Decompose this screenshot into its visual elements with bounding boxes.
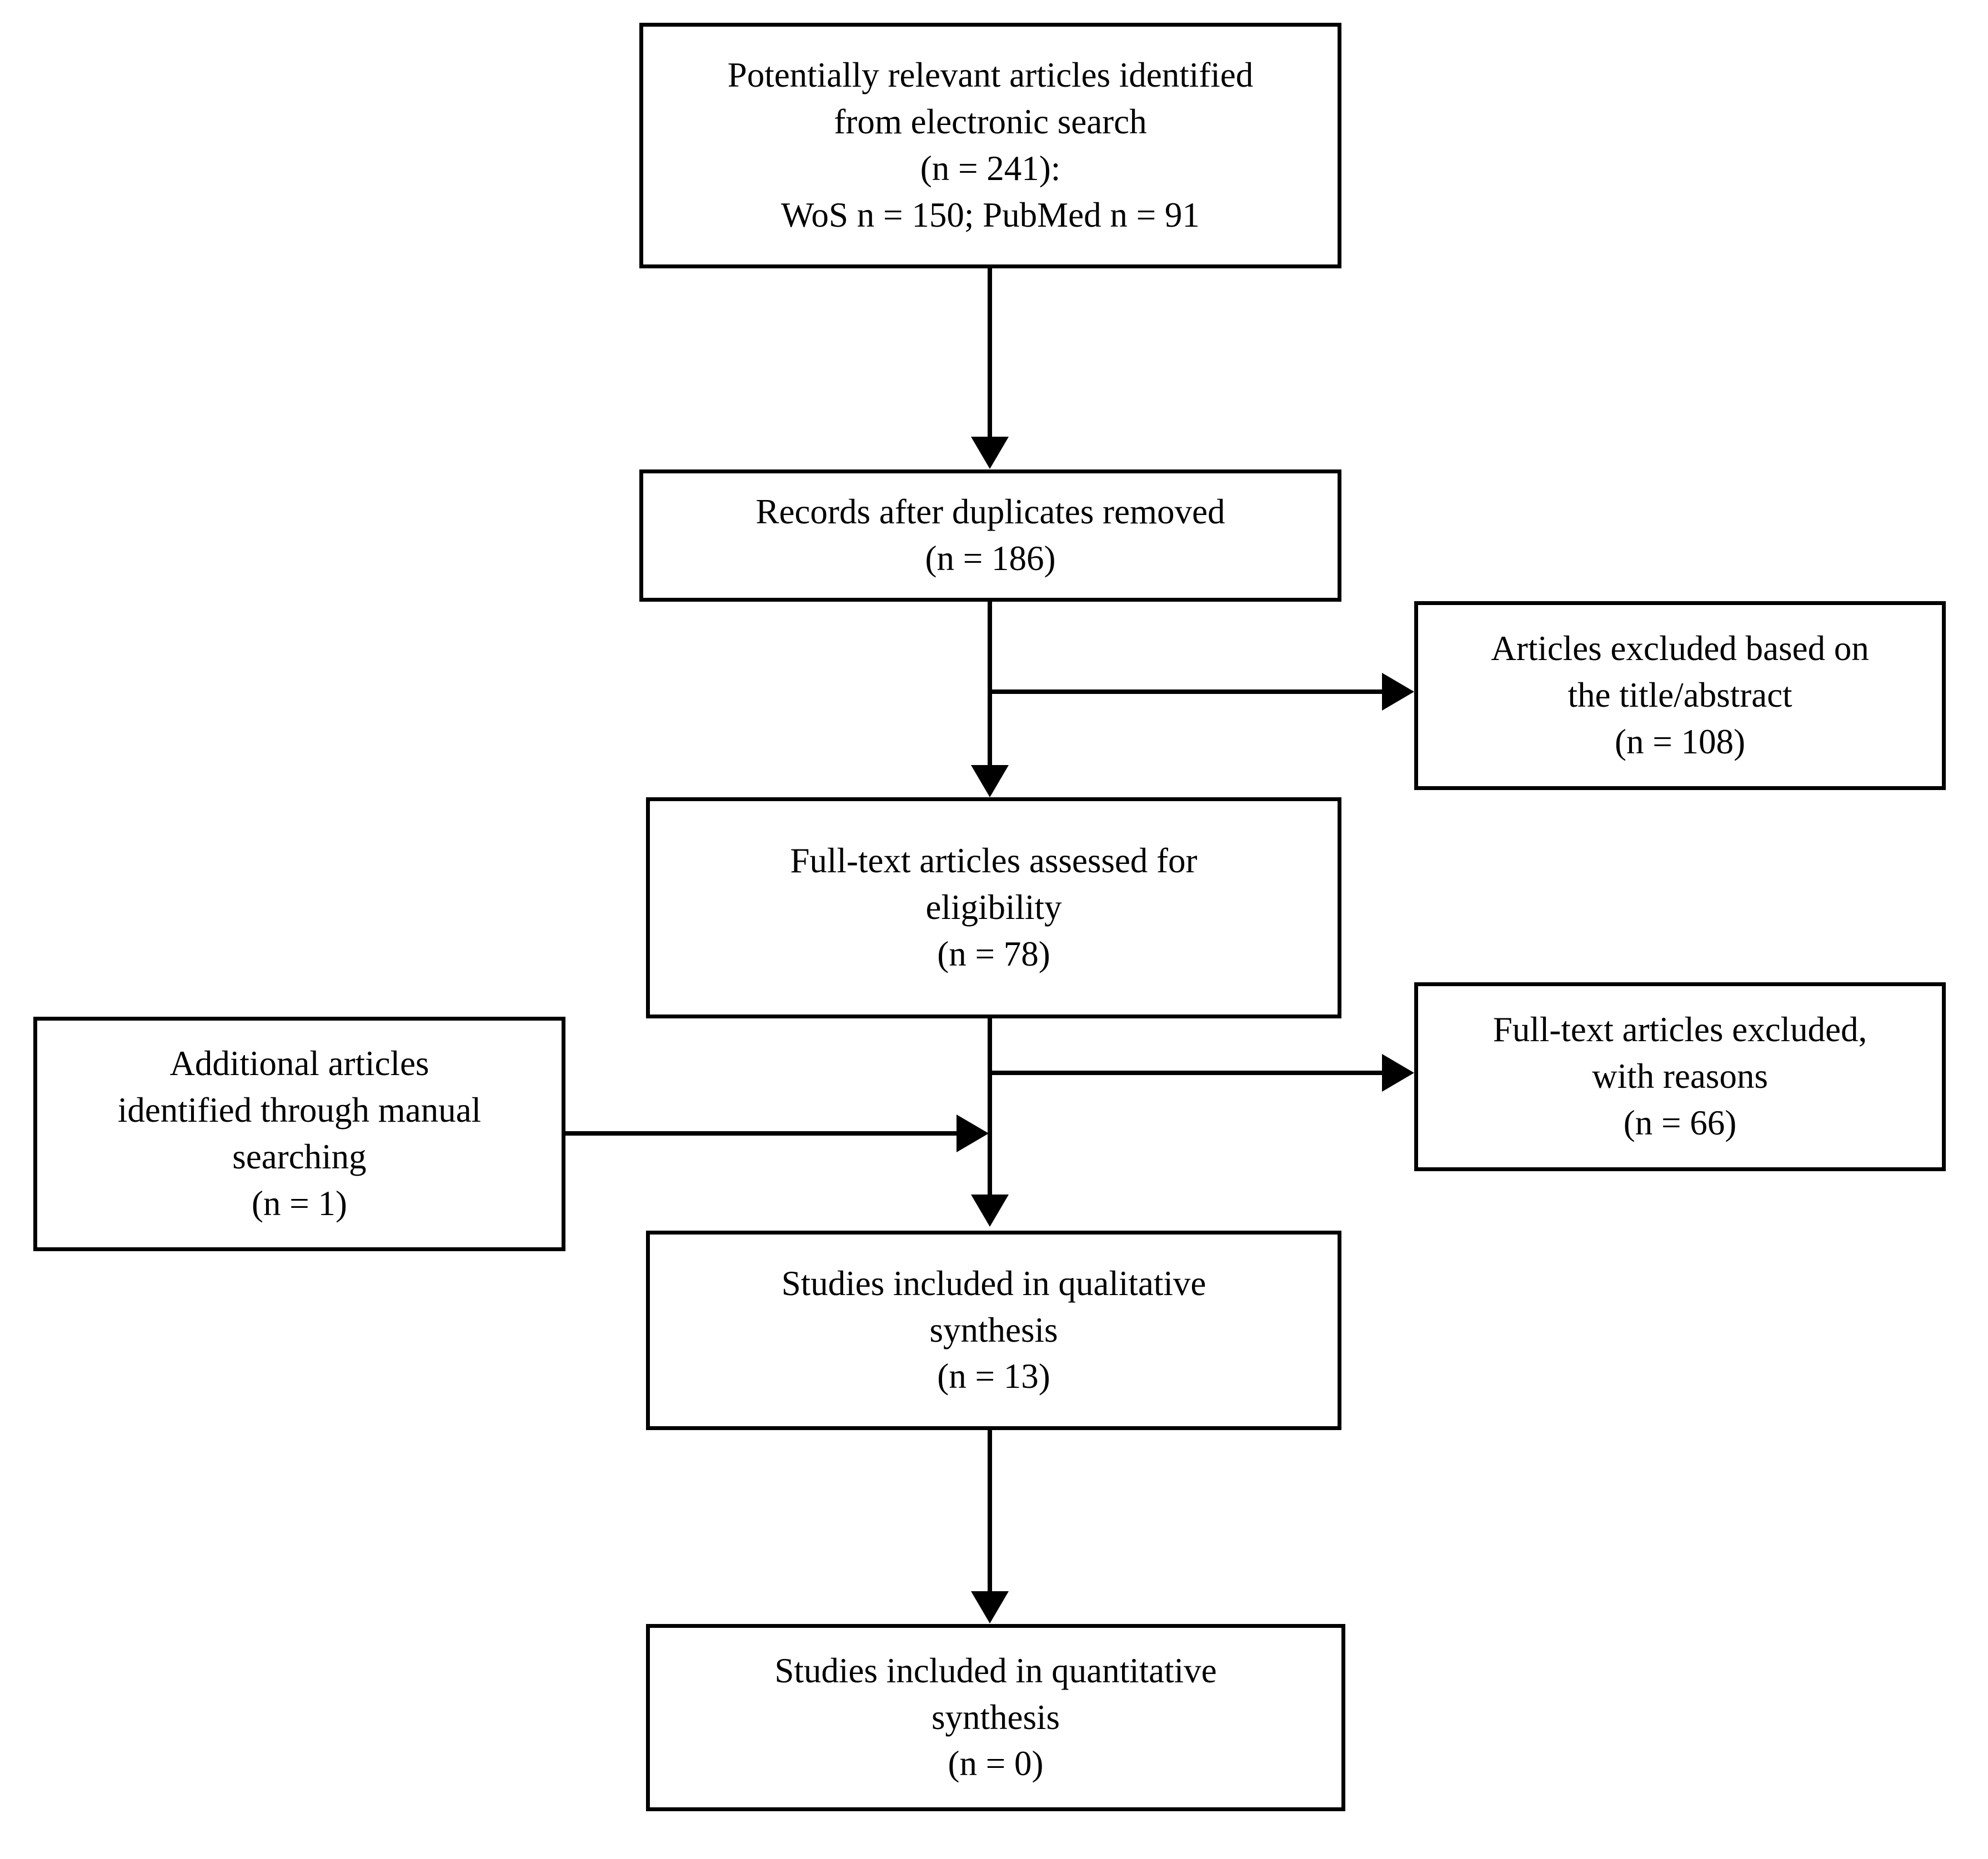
arrowhead-duplicates-to-fulltext <box>971 765 1009 797</box>
box-duplicates-removed: Records after duplicates removed (n = 18… <box>639 469 1341 602</box>
connector-to-excluded-fulltext <box>988 1071 1383 1075</box>
box-quantitative-line-2: synthesis <box>931 1697 1060 1737</box>
box-quantitative-synthesis: Studies included in quantitative synthes… <box>646 1624 1345 1811</box>
connector-identified-to-duplicates <box>988 268 992 438</box>
box-excluded-fulltext-line-2: with reasons <box>1592 1057 1768 1096</box>
box-qualitative-line-2: synthesis <box>929 1310 1058 1350</box>
arrowhead-identified-to-duplicates <box>971 437 1009 469</box>
box-excluded-title-abstract: Articles excluded based on the title/abs… <box>1414 601 1946 790</box>
box-qualitative-line-3: (n = 13) <box>937 1357 1050 1396</box>
box-additional-line-1: Additional articles <box>169 1044 429 1083</box>
box-duplicates-line-1: Records after duplicates removed <box>755 492 1225 532</box>
box-fulltext-assessed: Full-text articles assessed for eligibil… <box>646 797 1341 1018</box>
box-additional-line-4: (n = 1) <box>252 1183 347 1223</box>
box-fulltext-assessed-line-3: (n = 78) <box>937 934 1050 973</box>
connector-qualitative-to-quantitative <box>988 1430 992 1592</box>
box-excluded-fulltext-line-3: (n = 66) <box>1623 1103 1737 1142</box>
box-fulltext-assessed-line-1: Full-text articles assessed for <box>790 841 1198 881</box>
arrowhead-to-excluded-title-abstract <box>1382 673 1414 711</box>
box-excluded-title-line-1: Articles excluded based on <box>1491 629 1869 668</box>
arrowhead-qualitative-to-quantitative <box>971 1591 1009 1623</box>
box-quantitative-line-1: Studies included in quantitative <box>774 1651 1217 1690</box>
connector-additional-to-spine <box>565 1131 958 1136</box>
arrowhead-to-excluded-fulltext <box>1382 1054 1414 1092</box>
box-excluded-fulltext: Full-text articles excluded, with reason… <box>1414 982 1946 1171</box>
connector-duplicates-to-fulltext <box>988 602 992 766</box>
box-identified-line-3: (n = 241): <box>920 149 1061 188</box>
box-additional-manual-search: Additional articles identified through m… <box>33 1017 565 1251</box>
box-excluded-title-line-2: the title/abstract <box>1568 676 1792 715</box>
arrowhead-additional-to-spine <box>957 1115 989 1152</box>
box-fulltext-assessed-line-2: eligibility <box>925 888 1062 927</box>
box-additional-line-3: searching <box>232 1137 367 1176</box>
box-excluded-fulltext-line-1: Full-text articles excluded, <box>1493 1010 1867 1050</box>
box-additional-line-2: identified through manual <box>117 1091 482 1130</box>
box-qualitative-line-1: Studies included in qualitative <box>781 1263 1206 1303</box>
box-duplicates-line-2: (n = 186) <box>925 539 1056 578</box>
box-identified-records: Potentially relevant articles identified… <box>639 23 1341 268</box>
box-identified-line-1: Potentially relevant articles identified <box>727 56 1254 95</box>
connector-fulltext-to-qualitative <box>988 1018 992 1196</box>
box-identified-line-2: from electronic search <box>834 102 1147 142</box>
connector-to-excluded-title-abstract <box>988 689 1383 694</box>
box-excluded-title-line-3: (n = 108) <box>1615 722 1745 761</box>
arrowhead-fulltext-to-qualitative <box>971 1195 1009 1227</box>
box-identified-line-4: WoS n = 150; PubMed n = 91 <box>781 195 1200 234</box>
box-quantitative-line-3: (n = 0) <box>948 1744 1044 1783</box>
box-qualitative-synthesis: Studies included in qualitative synthesi… <box>646 1231 1341 1430</box>
